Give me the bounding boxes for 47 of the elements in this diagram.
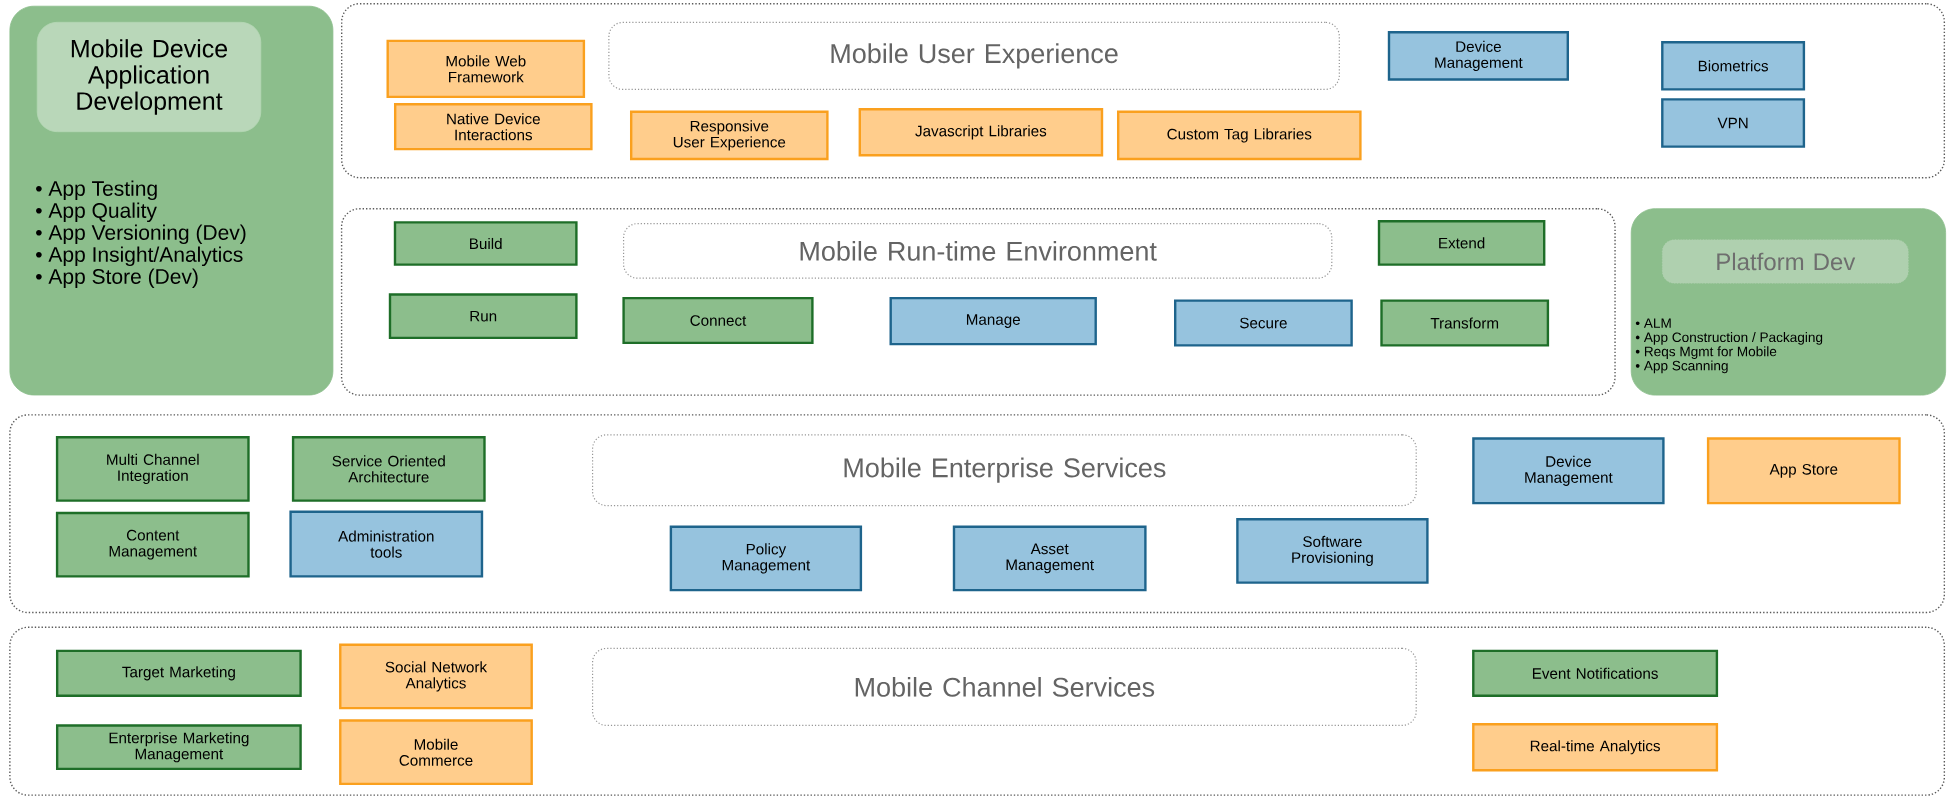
layer-title-box: Mobile Run-time Environment <box>623 223 1333 279</box>
module-box: App Store <box>1706 437 1901 505</box>
module-box: Software Provisioning <box>1236 518 1429 584</box>
heading-box: Mobile Device Application Development <box>36 21 262 133</box>
module-box: Run <box>388 293 578 340</box>
module-box: Javascript Libraries <box>858 108 1104 157</box>
module-box: Responsive User Experience <box>630 110 829 161</box>
heading-box: Platform Dev <box>1661 239 1909 284</box>
module-box: Policy Management <box>669 525 863 592</box>
layer-title-box: Mobile Channel Services <box>592 647 1417 726</box>
module-box: Device Management <box>1387 31 1569 81</box>
module-box: Service Oriented Architecture <box>291 436 486 502</box>
bullet-list: • ALM • App Construction / Packaging • Reqs Mgmt for Mobile • App Scanning <box>1635 318 1823 374</box>
node-label: • App Versioning (Dev) <box>36 224 246 245</box>
module-box: Transform <box>1380 299 1550 347</box>
module-box: Mobile Commerce <box>339 719 533 786</box>
module-box: Manage <box>889 296 1097 346</box>
node-label: • ALM <box>1635 318 1671 328</box>
node-label: • App Insight/Analytics <box>36 246 243 267</box>
node-label: • App Store (Dev) <box>36 268 198 289</box>
module-box: Device Management <box>1472 437 1665 505</box>
module-box: Administration tools <box>289 510 484 578</box>
layer-title-box: Mobile User Experience <box>608 21 1340 90</box>
module-box: VPN <box>1661 98 1806 148</box>
module-box: Connect <box>622 296 814 345</box>
module-box: Secure <box>1174 299 1353 347</box>
node-label: • App Construction / Packaging <box>1635 332 1823 345</box>
node-label: • App Quality <box>36 202 157 223</box>
module-box: Event Notifications <box>1472 649 1719 697</box>
module-box: Custom Tag Libraries <box>1117 110 1362 161</box>
module-box: Mobile Web Framework <box>386 39 586 99</box>
module-box: Social Network Analytics <box>339 643 533 710</box>
module-box: Target Marketing <box>56 649 302 697</box>
module-box: Build <box>393 221 578 266</box>
node-label: • App Testing <box>36 180 157 201</box>
module-box: Enterprise Marketing Management <box>56 724 302 771</box>
module-box: Native Device Interactions <box>394 103 593 151</box>
module-box: Multi Channel Integration <box>55 436 250 502</box>
module-box: Content Management <box>55 511 250 578</box>
node-label: • Reqs Mgmt for Mobile <box>1635 346 1777 359</box>
module-box: Biometrics <box>1661 41 1806 91</box>
module-box: Extend <box>1377 220 1546 266</box>
node-label: • App Scanning <box>1635 360 1728 374</box>
module-box: Asset Management <box>952 525 1147 592</box>
layer-title-box: Mobile Enterprise Services <box>592 434 1417 507</box>
bullet-list: • App Testing • App Quality • App Versioning (Dev) • App Insight/Analytics • App Store (Dev) <box>36 180 246 289</box>
module-box: Real-time Analytics <box>1472 723 1719 772</box>
